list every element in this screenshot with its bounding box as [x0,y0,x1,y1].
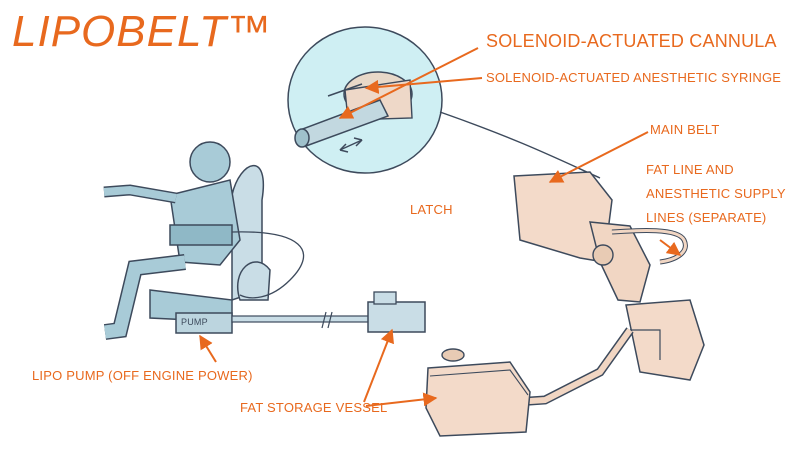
latch-label: LATCH [410,202,453,217]
fat-line-to-vessel [231,291,426,333]
vessel-label: FAT STORAGE VESSEL [240,400,388,415]
syringe-label: SOLENOID-ACTUATED ANESTHETIC SYRINGE [486,70,782,85]
main-belt-label: MAIN BELT [650,122,720,137]
diagram-title: LIPOBELT™ [12,7,273,56]
pump-label: LIPO PUMP (OFF ENGINE POWER) [32,368,253,383]
seated-driver [103,141,305,340]
fat-line-label-line3: LINES (SEPARATE) [646,210,767,225]
connector-wire [439,111,601,179]
cannula-closeup [287,26,443,174]
leader-arrows [199,47,682,407]
main-belt [513,171,705,407]
pump-box-label: PUMP [181,317,208,327]
fat-line-label-line2: ANESTHETIC SUPPLY [646,186,786,201]
cannula-label: SOLENOID-ACTUATED CANNULA [486,31,777,51]
fat-line-label-line1: FAT LINE AND [646,162,734,177]
fat-storage-vessel [425,348,531,437]
